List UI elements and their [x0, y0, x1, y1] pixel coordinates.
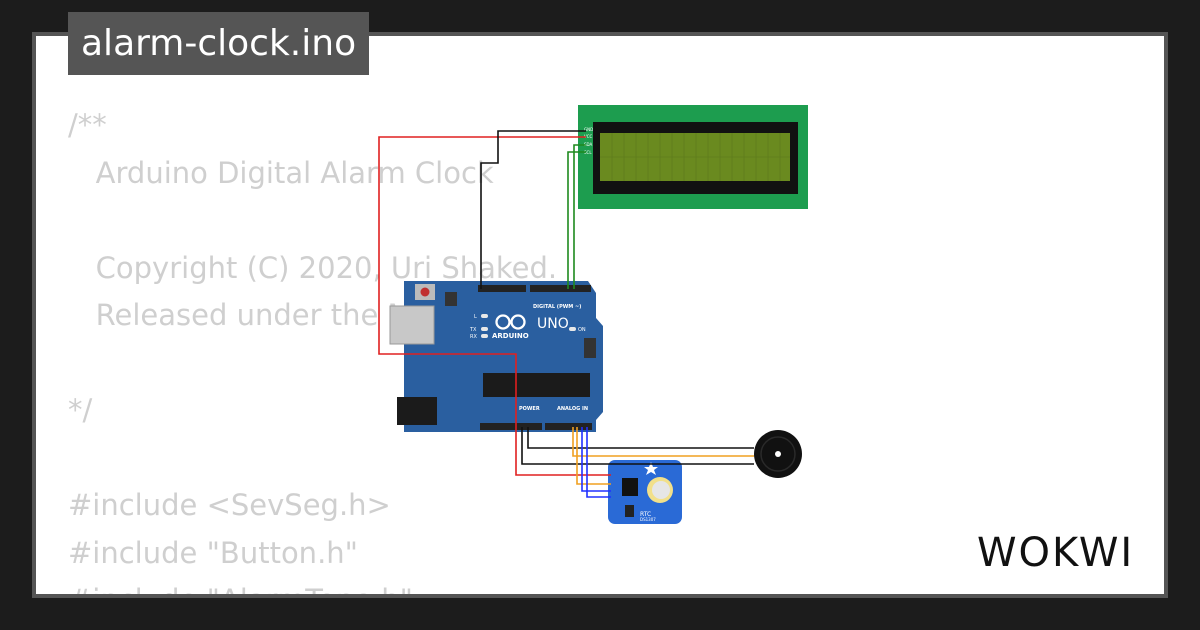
usb-connector-icon: [389, 305, 435, 345]
code-line: /**: [68, 108, 107, 142]
header-analog: [545, 423, 592, 430]
digital-header-label: DIGITAL (PWM ~): [533, 304, 581, 310]
wire-gnd-rtc: [527, 427, 754, 449]
atmega-chip: [483, 373, 590, 397]
code-line: #include <SevSeg.h>: [68, 488, 391, 522]
wire-gnd-lcd: [480, 130, 586, 289]
code-line: Copyright (C) 2020, Uri Shaked.: [68, 250, 558, 285]
wire-rtc-scl: [586, 427, 611, 498]
arduino-logo-icon: [495, 314, 526, 330]
header-power: [480, 423, 542, 430]
wire-buzzer-signal: [572, 427, 754, 457]
wire-sda-lcd: [573, 144, 586, 289]
code-line: #include "AlarmTone.h": [68, 583, 413, 594]
code-line: */: [68, 393, 93, 427]
led-rx-label: RX: [470, 334, 477, 340]
rtc-crystal: [625, 505, 634, 517]
reset-button-cap-icon: [420, 287, 430, 297]
rtc-chip: [622, 478, 638, 496]
wire-rtc-sqw: [576, 427, 611, 485]
rtc-label: RTC: [640, 511, 651, 518]
lcd-pin-sda: SDA: [584, 142, 593, 147]
buzzer-ring: [760, 436, 796, 472]
icsp-header: [445, 292, 457, 306]
wire-gnd-buzzer: [521, 427, 754, 465]
analog-header-label: ANALOG IN: [557, 406, 588, 412]
icsp-header-2: [584, 338, 596, 358]
board-brand-label: ARDUINO: [492, 332, 529, 340]
header-digital-right: [530, 285, 591, 292]
wire-rtc-sda: [581, 427, 611, 492]
lcd-pin-gnd: GND: [584, 127, 593, 132]
power-jack-icon: [397, 397, 437, 425]
wire-5v: [378, 136, 611, 476]
project-filename-tab[interactable]: alarm-clock.ino: [68, 12, 370, 75]
buzzer-center-icon: [775, 451, 781, 457]
star-icon: [644, 462, 658, 475]
led-tx-label: TX: [469, 327, 477, 333]
board-leds: [481, 314, 576, 338]
led-l-label: L: [474, 314, 477, 320]
lcd-pin-scl: SCL: [584, 150, 592, 155]
wokwi-logo: WOKWI: [977, 530, 1134, 575]
header-digital-left: [478, 285, 526, 292]
lcd-pin-vcc: VCC: [584, 134, 593, 139]
wire-scl-lcd: [567, 151, 586, 289]
board-model-label: UNO: [537, 316, 569, 332]
power-header-label: POWER: [519, 406, 540, 412]
rtc-module[interactable]: RTC DS1307: [608, 460, 682, 524]
code-line: #include "Button.h": [68, 535, 358, 570]
wires: [378, 130, 754, 498]
rtc-battery-holder: [652, 481, 670, 499]
piezo-buzzer[interactable]: [754, 430, 802, 478]
arduino-uno-board[interactable]: UNO ARDUINO DIGITAL (PWM ~) POWER ANALOG…: [389, 281, 603, 432]
code-line: Arduino Digital Alarm Clock: [68, 155, 494, 190]
wokwi-logo-text: WOKWI: [977, 530, 1134, 575]
lcd-display[interactable]: GND VCC SDA SCL: [578, 105, 808, 209]
rtc-chip-label: DS1307: [640, 517, 656, 522]
led-on-label: ON: [578, 327, 586, 333]
